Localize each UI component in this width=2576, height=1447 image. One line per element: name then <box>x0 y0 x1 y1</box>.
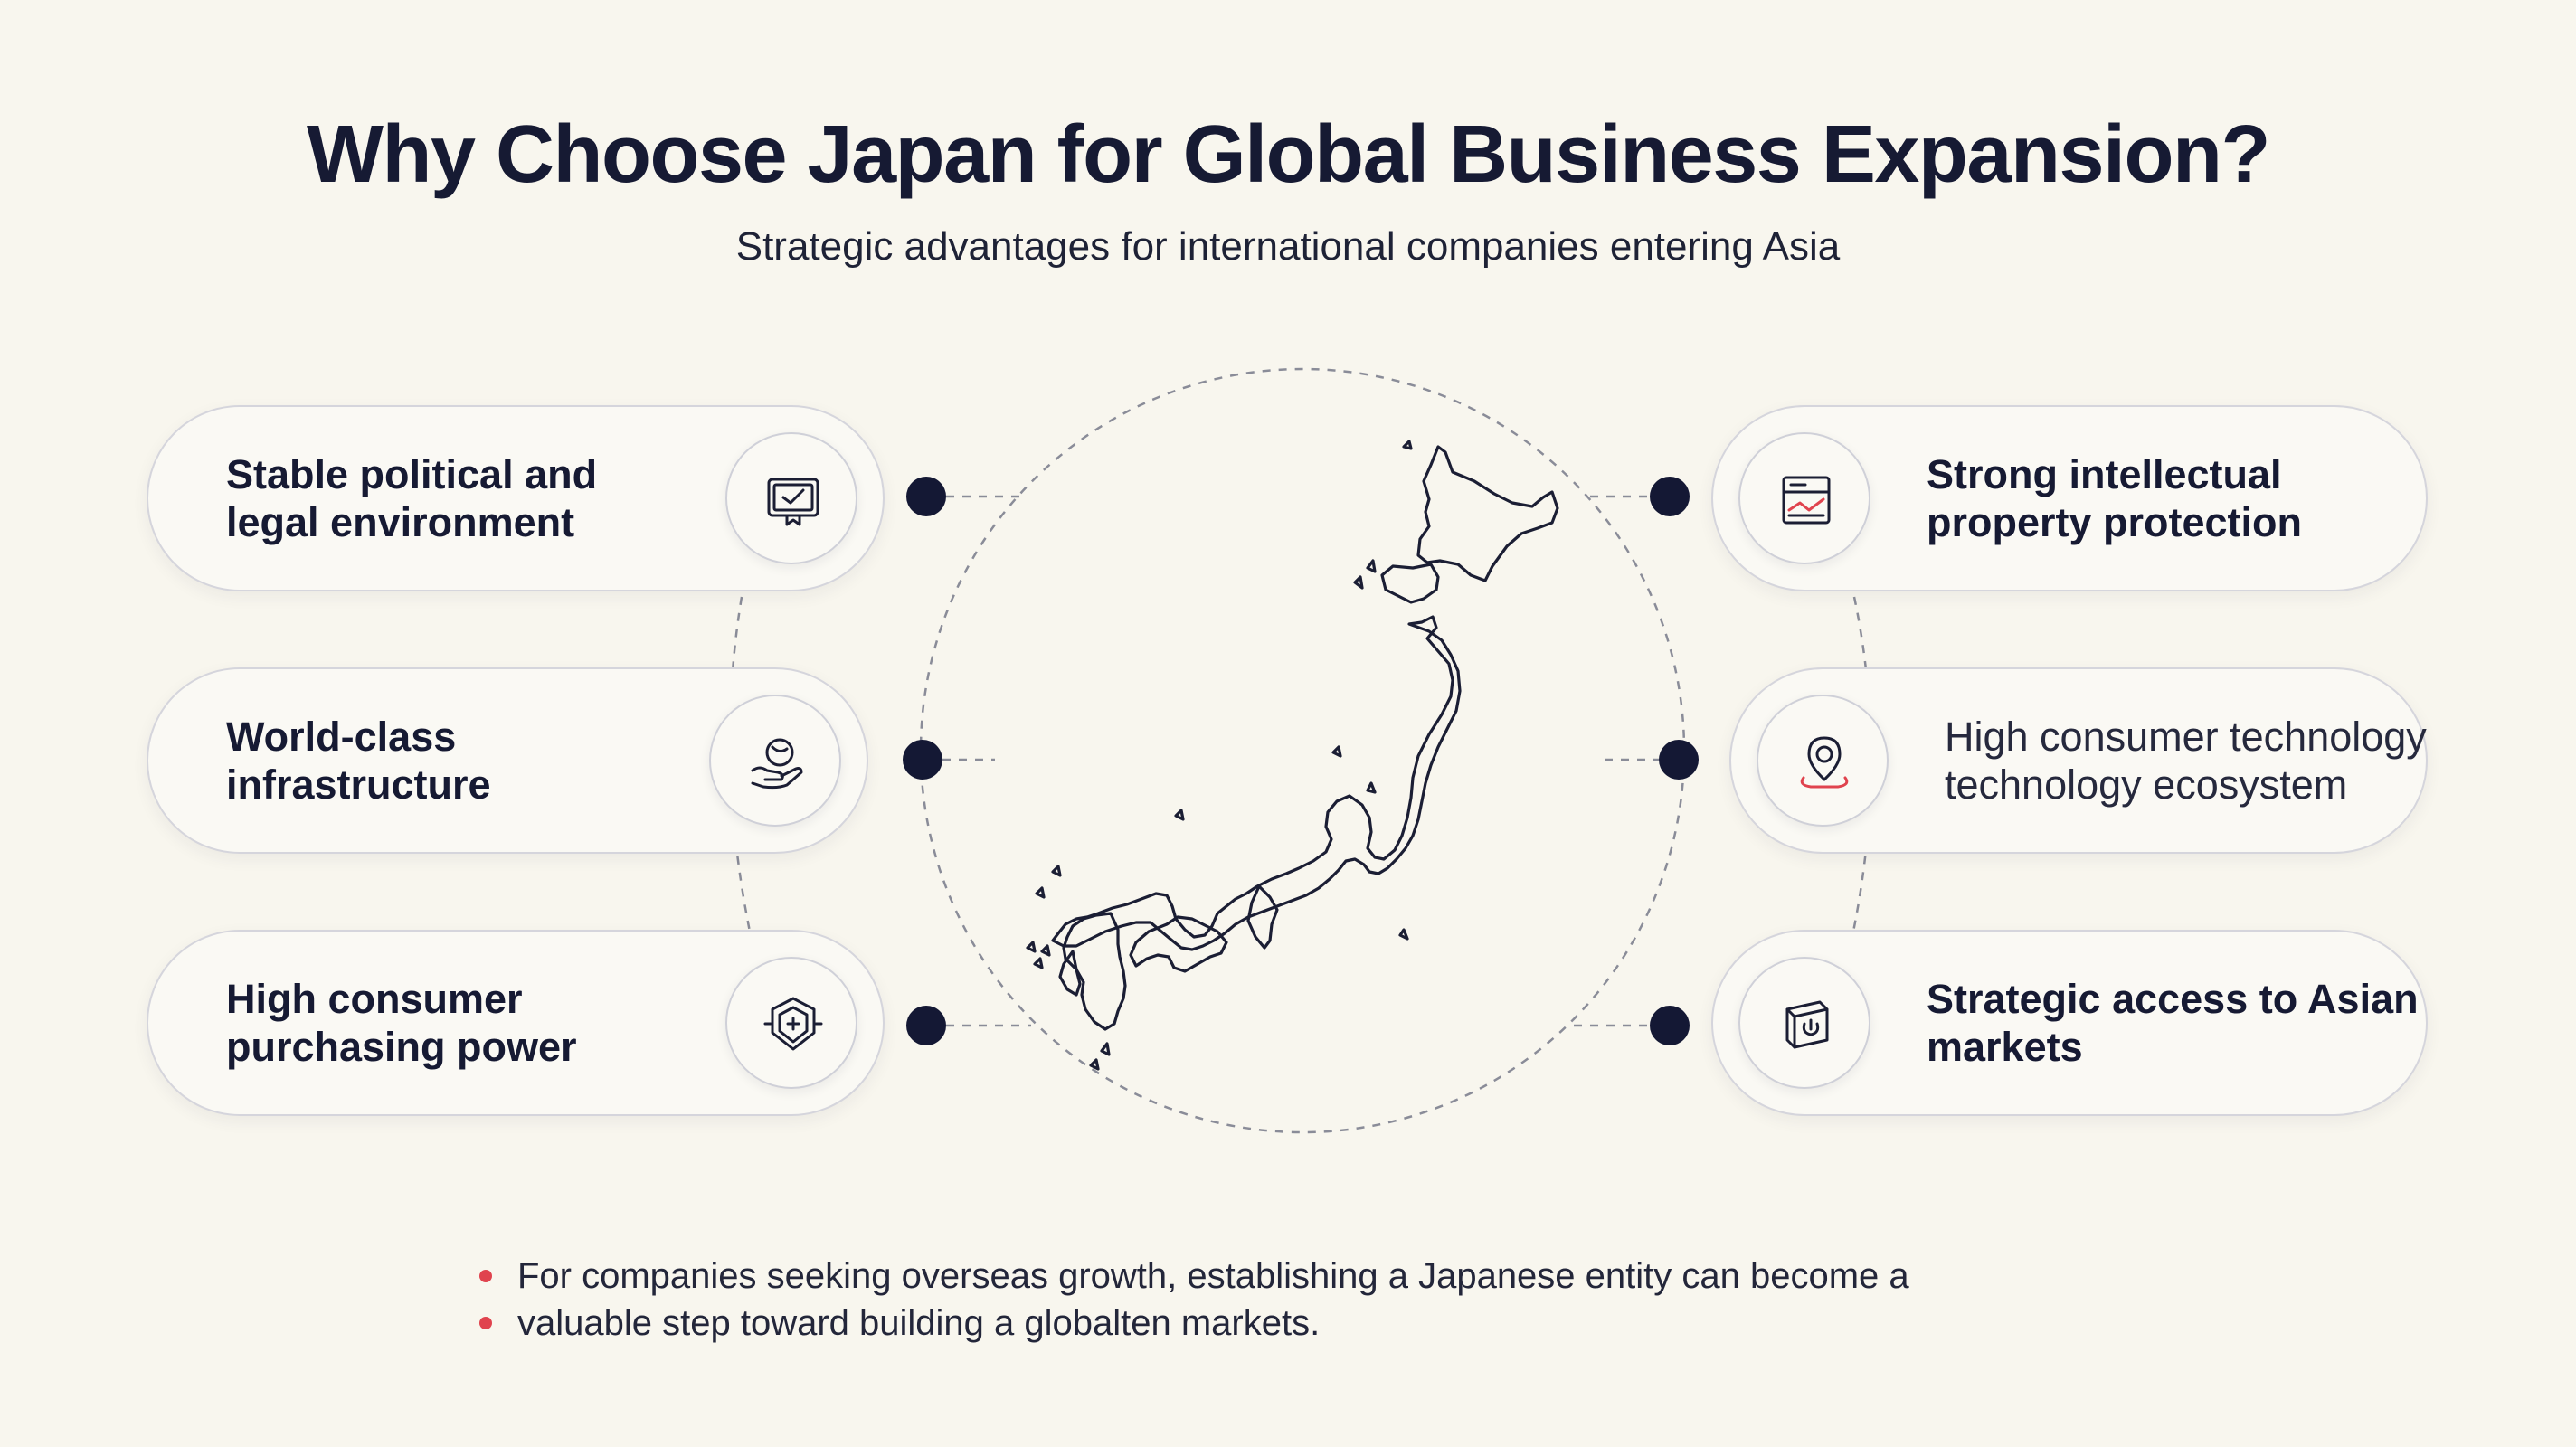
advantage-label: World-class infrastructure <box>226 714 491 808</box>
connector-dot <box>1659 740 1699 780</box>
globe-hand-icon <box>709 695 841 827</box>
document-icon <box>1738 432 1870 564</box>
connector-dot <box>906 1006 946 1045</box>
center-circle <box>919 367 1686 1134</box>
connector-dot <box>903 740 942 780</box>
advantage-label: Strategic access to Asian markets <box>1927 976 2419 1070</box>
advantage-card-purchasing-power: High consumer purchasing power <box>147 930 885 1116</box>
advantage-label: Stable political and legal environment <box>226 451 598 545</box>
advantage-card-political-legal: Stable political and legal environment <box>147 405 885 591</box>
page-title: Why Choose Japan for Global Business Exp… <box>307 109 2270 200</box>
bullet-icon <box>479 1317 492 1329</box>
box-power-icon <box>1738 957 1870 1089</box>
bottom-note: For companies seeking overseas growth, e… <box>479 1253 2198 1347</box>
note-text: For companies seeking overseas growth, e… <box>517 1256 1909 1296</box>
connector-dot <box>1650 1006 1690 1045</box>
advantage-card-ip-protection: Strong intellectual property protection <box>1711 405 2428 591</box>
advantage-label: Strong intellectual property protection <box>1927 451 2303 545</box>
shield-icon <box>725 957 857 1089</box>
page-subtitle: Strategic advantages for international c… <box>735 224 1841 269</box>
advantage-card-asian-markets: Strategic access to Asian markets <box>1711 930 2428 1116</box>
connector-dot <box>1650 477 1690 516</box>
note-text: valuable step toward building a globalte… <box>517 1303 1321 1343</box>
certificate-icon <box>725 432 857 564</box>
advantage-card-infrastructure: World-class infrastructure <box>147 667 868 854</box>
note-line: valuable step toward building a globalte… <box>479 1300 2198 1347</box>
advantage-card-tech-ecosystem: High consumer technology technology ecos… <box>1729 667 2428 854</box>
advantage-label: High consumer purchasing power <box>226 976 577 1070</box>
advantage-label: High consumer technology technology ecos… <box>1945 714 2427 808</box>
japan-map <box>1026 440 1559 1071</box>
bullet-icon <box>479 1270 492 1282</box>
location-pin-icon <box>1757 695 1889 827</box>
note-line: For companies seeking overseas growth, e… <box>479 1253 2198 1300</box>
connector-dot <box>906 477 946 516</box>
